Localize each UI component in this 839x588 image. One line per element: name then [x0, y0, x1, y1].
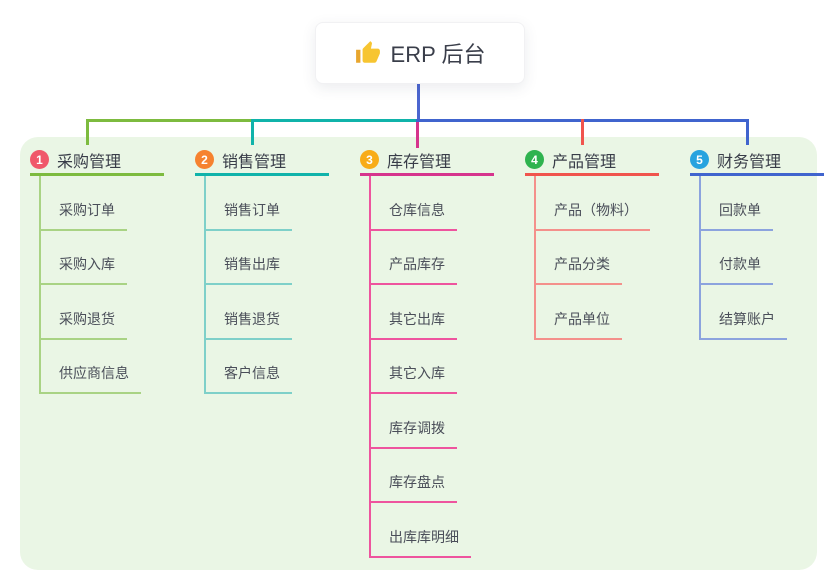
branch-children: 产品（物料） 产品分类产品单位 [534, 176, 650, 340]
child-node[interactable]: 回款单 [701, 200, 773, 231]
child-node[interactable]: 供应商信息 [41, 363, 141, 394]
child-node[interactable]: 销售出库 [206, 254, 292, 285]
child-row: 其它出库 [371, 285, 471, 340]
drop-line-2 [251, 119, 254, 145]
branch-column-2: 2 销售管理销售订单销售出库销售退货客户信息 [195, 146, 329, 394]
child-node[interactable]: 其它入库 [371, 363, 457, 394]
child-node[interactable]: 销售退货 [206, 309, 292, 340]
branch-node-4[interactable]: 4 产品管理 [525, 146, 659, 176]
drop-line-1 [86, 119, 89, 145]
child-row: 供应商信息 [41, 340, 141, 394]
child-node[interactable]: 采购订单 [41, 200, 127, 231]
branch-children: 采购订单采购入库采购退货供应商信息 [39, 176, 141, 394]
child-node[interactable]: 产品库存 [371, 254, 457, 285]
branches-panel [20, 137, 817, 570]
child-node[interactable]: 付款单 [701, 254, 773, 285]
branch-label: 财务管理 [717, 153, 782, 171]
branch-label: 采购管理 [57, 153, 122, 171]
child-node[interactable]: 结算账户 [701, 309, 787, 340]
child-row: 回款单 [701, 176, 787, 231]
root-stem-line [417, 82, 420, 122]
child-row: 采购入库 [41, 231, 141, 285]
root-node[interactable]: ERP 后台 [315, 22, 525, 84]
child-row: 产品单位 [536, 285, 650, 340]
bus-line-purchase [86, 119, 251, 122]
child-node[interactable]: 采购退货 [41, 309, 127, 340]
child-row: 其它入库 [371, 340, 471, 394]
branch-label: 产品管理 [552, 153, 617, 171]
child-node[interactable]: 产品分类 [536, 254, 622, 285]
child-node[interactable]: 库存盘点 [371, 472, 457, 503]
child-row: 采购订单 [41, 176, 141, 231]
drop-line-3 [416, 122, 419, 148]
child-row: 仓库信息 [371, 176, 471, 231]
branch-node-3[interactable]: 3 库存管理 [360, 146, 494, 176]
child-node[interactable]: 采购入库 [41, 254, 127, 285]
branch-children: 销售订单销售出库销售退货客户信息 [204, 176, 292, 394]
child-node[interactable]: 客户信息 [206, 363, 292, 394]
child-node[interactable]: 产品（物料） [536, 200, 650, 231]
branch-label: 销售管理 [222, 153, 287, 171]
child-row: 销售出库 [206, 231, 292, 285]
drop-line-4 [581, 119, 584, 145]
drop-line-5 [746, 119, 749, 145]
child-row: 销售订单 [206, 176, 292, 231]
child-node[interactable]: 出库库明细 [371, 527, 471, 558]
branch-number-badge: 4 [525, 150, 544, 169]
child-row: 出库库明细 [371, 503, 471, 558]
branch-number-badge: 2 [195, 150, 214, 169]
branch-node-5[interactable]: 5 财务管理 [690, 146, 824, 176]
branch-children: 回款单付款单结算账户 [699, 176, 787, 340]
branch-number-badge: 5 [690, 150, 709, 169]
child-node[interactable]: 仓库信息 [371, 200, 457, 231]
child-row: 销售退货 [206, 285, 292, 340]
child-row: 产品分类 [536, 231, 650, 285]
child-node[interactable]: 库存调拨 [371, 418, 457, 449]
child-row: 采购退货 [41, 285, 141, 340]
branch-node-2[interactable]: 2 销售管理 [195, 146, 329, 176]
branch-children: 仓库信息产品库存其它出库其它入库库存调拨库存盘点出库库明细 [369, 176, 471, 558]
branch-label: 库存管理 [387, 153, 452, 171]
branch-number-badge: 1 [30, 150, 49, 169]
child-row: 客户信息 [206, 340, 292, 394]
child-row: 结算账户 [701, 285, 787, 340]
child-node[interactable]: 销售订单 [206, 200, 292, 231]
branch-column-3: 3 库存管理仓库信息产品库存其它出库其它入库库存调拨库存盘点出库库明细 [360, 146, 494, 558]
child-row: 产品库存 [371, 231, 471, 285]
child-row: 付款单 [701, 231, 787, 285]
branch-node-1[interactable]: 1 采购管理 [30, 146, 164, 176]
child-row: 库存盘点 [371, 449, 471, 503]
child-node[interactable]: 产品单位 [536, 309, 622, 340]
branch-column-5: 5 财务管理回款单付款单结算账户 [690, 146, 824, 340]
branch-column-1: 1 采购管理采购订单采购入库采购退货供应商信息 [30, 146, 164, 394]
branch-column-4: 4 产品管理产品（物料） 产品分类产品单位 [525, 146, 659, 340]
child-row: 库存调拨 [371, 394, 471, 449]
child-row: 产品（物料） [536, 176, 650, 231]
thumbs-up-icon [355, 40, 381, 66]
bus-line-sales [251, 119, 419, 122]
branch-number-badge: 3 [360, 150, 379, 169]
root-title: ERP 后台 [390, 42, 486, 67]
child-node[interactable]: 其它出库 [371, 309, 457, 340]
